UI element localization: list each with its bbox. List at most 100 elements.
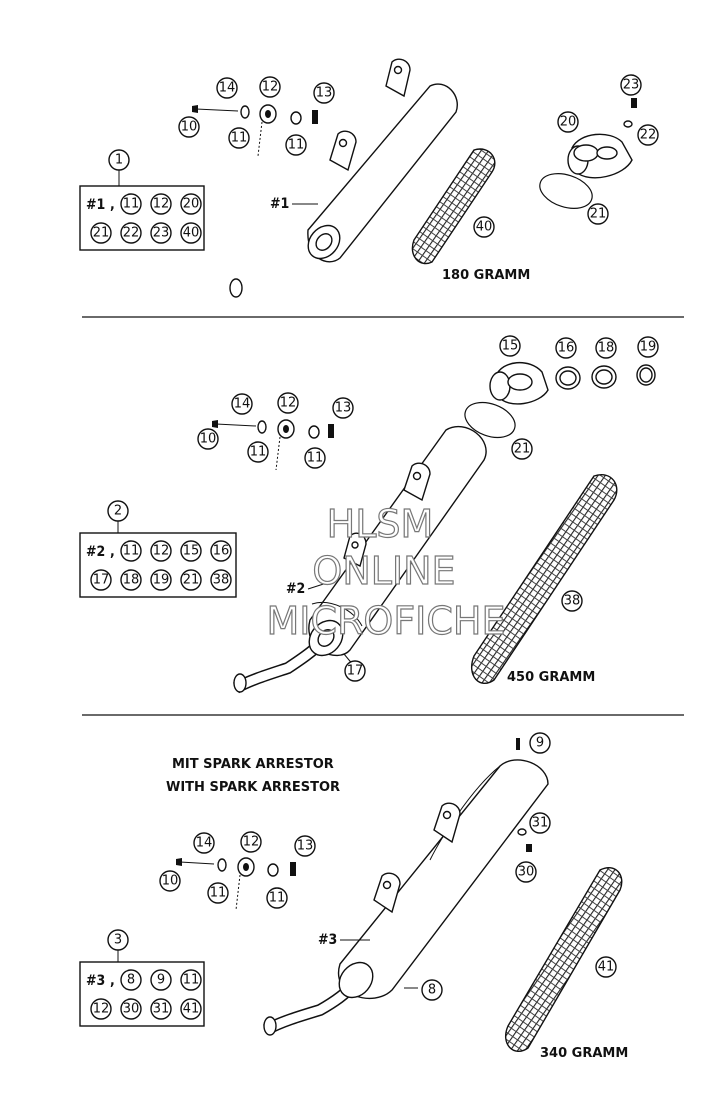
part-number: 19 xyxy=(153,573,170,588)
mesh-insert-41 xyxy=(505,867,623,1053)
part-callout-10[interactable] xyxy=(197,428,219,450)
part-callout-15[interactable] xyxy=(180,540,202,562)
part-callout-21[interactable] xyxy=(511,438,533,460)
part-number: 18 xyxy=(598,341,615,356)
silencer-label: #3 xyxy=(318,932,337,948)
part-callout-10[interactable] xyxy=(178,116,200,138)
part-callout-12[interactable] xyxy=(259,76,281,98)
part-number: 16 xyxy=(213,544,230,559)
part-callout-12[interactable] xyxy=(240,831,262,853)
part-callout-18[interactable] xyxy=(595,337,617,359)
part-number: 22 xyxy=(640,128,657,143)
part-number: 12 xyxy=(280,396,297,411)
part-callout-11[interactable] xyxy=(228,127,250,149)
part-callout-16[interactable] xyxy=(555,337,577,359)
part-callout-12[interactable] xyxy=(90,998,112,1020)
svg-text:3: 3 xyxy=(114,933,122,948)
part-callout-11[interactable] xyxy=(304,447,326,469)
part-number: 11 xyxy=(183,973,200,988)
part-callout-22[interactable] xyxy=(637,124,659,146)
part-number: 17 xyxy=(93,573,110,588)
part-callout-23[interactable] xyxy=(620,74,642,96)
part-callout-11[interactable] xyxy=(120,540,142,562)
part-callout-38[interactable] xyxy=(561,590,583,612)
part-callout-17[interactable] xyxy=(344,660,366,682)
part-number: 13 xyxy=(316,86,333,101)
part-callout-15[interactable] xyxy=(499,335,521,357)
part-number: 15 xyxy=(183,544,200,559)
part-callout-31[interactable] xyxy=(529,812,551,834)
part-callout-38[interactable] xyxy=(210,569,232,591)
part-number: 23 xyxy=(153,226,170,241)
end-cap-assembly xyxy=(464,362,656,439)
section-heading-en: WITH SPARK ARRESTOR xyxy=(166,780,340,795)
part-number: 20 xyxy=(560,115,577,130)
part-number: 14 xyxy=(219,81,236,96)
part-callout-9[interactable] xyxy=(150,969,172,991)
part-number: 21 xyxy=(183,573,200,588)
part-callout-8[interactable] xyxy=(421,979,443,1001)
part-callout-22[interactable] xyxy=(120,222,142,244)
part-number: 11 xyxy=(210,886,227,901)
part-callout-19[interactable] xyxy=(637,336,659,358)
part-number: 13 xyxy=(335,401,352,416)
part-callout-13[interactable] xyxy=(313,82,335,104)
svg-text:41: 41 xyxy=(598,960,615,975)
part-callout-12[interactable] xyxy=(150,193,172,215)
part-number: 12 xyxy=(262,80,279,95)
silencer-kit-1: #1 xyxy=(228,58,458,299)
mounting-hardware xyxy=(212,419,334,471)
part-callout-23[interactable] xyxy=(150,222,172,244)
kit-label: #2 xyxy=(86,544,105,560)
part-callout-20[interactable] xyxy=(180,193,202,215)
part-number: 17 xyxy=(347,664,364,679)
part-callout-40[interactable] xyxy=(180,222,202,244)
part-callout-10[interactable] xyxy=(159,870,181,892)
weight-caption: 340 GRAMM xyxy=(540,1046,628,1061)
part-callout-21[interactable] xyxy=(587,203,609,225)
part-number: 41 xyxy=(183,1002,200,1017)
part-callout-41[interactable] xyxy=(595,956,617,978)
part-number: 30 xyxy=(518,865,535,880)
part-callout-14[interactable] xyxy=(231,393,253,415)
part-number: 40 xyxy=(183,226,200,241)
part-callout-20[interactable] xyxy=(557,111,579,133)
end-cap-assembly xyxy=(539,98,637,209)
part-callout-11[interactable] xyxy=(266,887,288,909)
part-callout-21[interactable] xyxy=(90,222,112,244)
part-callout-13[interactable] xyxy=(332,397,354,419)
part-callout-31[interactable] xyxy=(150,998,172,1020)
part-callout-21[interactable] xyxy=(180,569,202,591)
part-callout-11[interactable] xyxy=(207,882,229,904)
part-callout-40[interactable] xyxy=(473,216,495,238)
svg-text:2: 2 xyxy=(114,504,122,519)
part-callout-14[interactable] xyxy=(216,77,238,99)
part-callout-30[interactable] xyxy=(120,998,142,1020)
part-callout-18[interactable] xyxy=(120,569,142,591)
part-callout-11[interactable] xyxy=(285,134,307,156)
part-number: 18 xyxy=(123,573,140,588)
part-callout-17[interactable] xyxy=(90,569,112,591)
part-callout-8[interactable] xyxy=(120,969,142,991)
part-callout-14[interactable] xyxy=(193,832,215,854)
part-callout-30[interactable] xyxy=(515,861,537,883)
part-callout-13[interactable] xyxy=(294,835,316,857)
part-callout-19[interactable] xyxy=(150,569,172,591)
kit-ref-number: 1 xyxy=(115,153,123,168)
part-number: 9 xyxy=(536,736,544,751)
part-callout-11[interactable] xyxy=(120,193,142,215)
part-callout-12[interactable] xyxy=(150,540,172,562)
part-callout-11[interactable] xyxy=(247,441,269,463)
part-callout-12[interactable] xyxy=(277,392,299,414)
weight-caption: 450 GRAMM xyxy=(507,670,595,685)
part-callout-11[interactable] xyxy=(180,969,202,991)
mounting-hardware xyxy=(192,104,318,157)
part-callout-9[interactable] xyxy=(529,732,551,754)
weight-caption: 180 GRAMM xyxy=(442,268,530,283)
watermark-line: ONLINE xyxy=(312,549,455,593)
section-heading-de: MIT SPARK ARRESTOR xyxy=(172,757,334,772)
part-number: 10 xyxy=(200,432,217,447)
part-callout-41[interactable] xyxy=(180,998,202,1020)
part-callout-16[interactable] xyxy=(210,540,232,562)
